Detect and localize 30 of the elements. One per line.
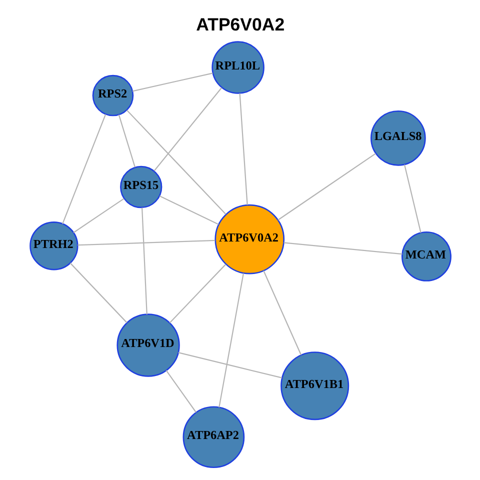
node-circle: ATP6V0A2 xyxy=(214,204,284,274)
connector xyxy=(403,164,421,233)
connector xyxy=(262,270,302,356)
connector xyxy=(158,195,218,225)
connector xyxy=(77,240,215,246)
connector xyxy=(277,153,376,220)
diagram-title: ATP6V0A2 xyxy=(196,14,284,34)
connector xyxy=(72,198,124,234)
node-circle: ATP6V1B1 xyxy=(280,352,349,420)
node-circle: RPS15 xyxy=(120,166,162,208)
connector xyxy=(218,273,244,408)
connector xyxy=(165,370,196,413)
connector xyxy=(283,242,402,255)
connector xyxy=(69,262,127,324)
connector xyxy=(153,87,222,172)
connector xyxy=(62,114,106,224)
node-circle: RPS2 xyxy=(92,74,134,116)
node-circle: LGALS8 xyxy=(370,110,426,166)
node-circle: ATP6V1D xyxy=(116,314,180,377)
connector xyxy=(238,93,248,205)
connector xyxy=(141,208,147,315)
connector xyxy=(178,352,282,378)
node-circle: RPL10L xyxy=(211,41,264,94)
connector xyxy=(168,264,226,324)
connector xyxy=(132,72,212,92)
connector xyxy=(126,110,226,215)
node-circle: PTRH2 xyxy=(29,222,78,270)
node-circle: MCAM xyxy=(400,231,451,282)
node-circle: ATP6AP2 xyxy=(182,406,244,468)
connector xyxy=(118,114,136,168)
